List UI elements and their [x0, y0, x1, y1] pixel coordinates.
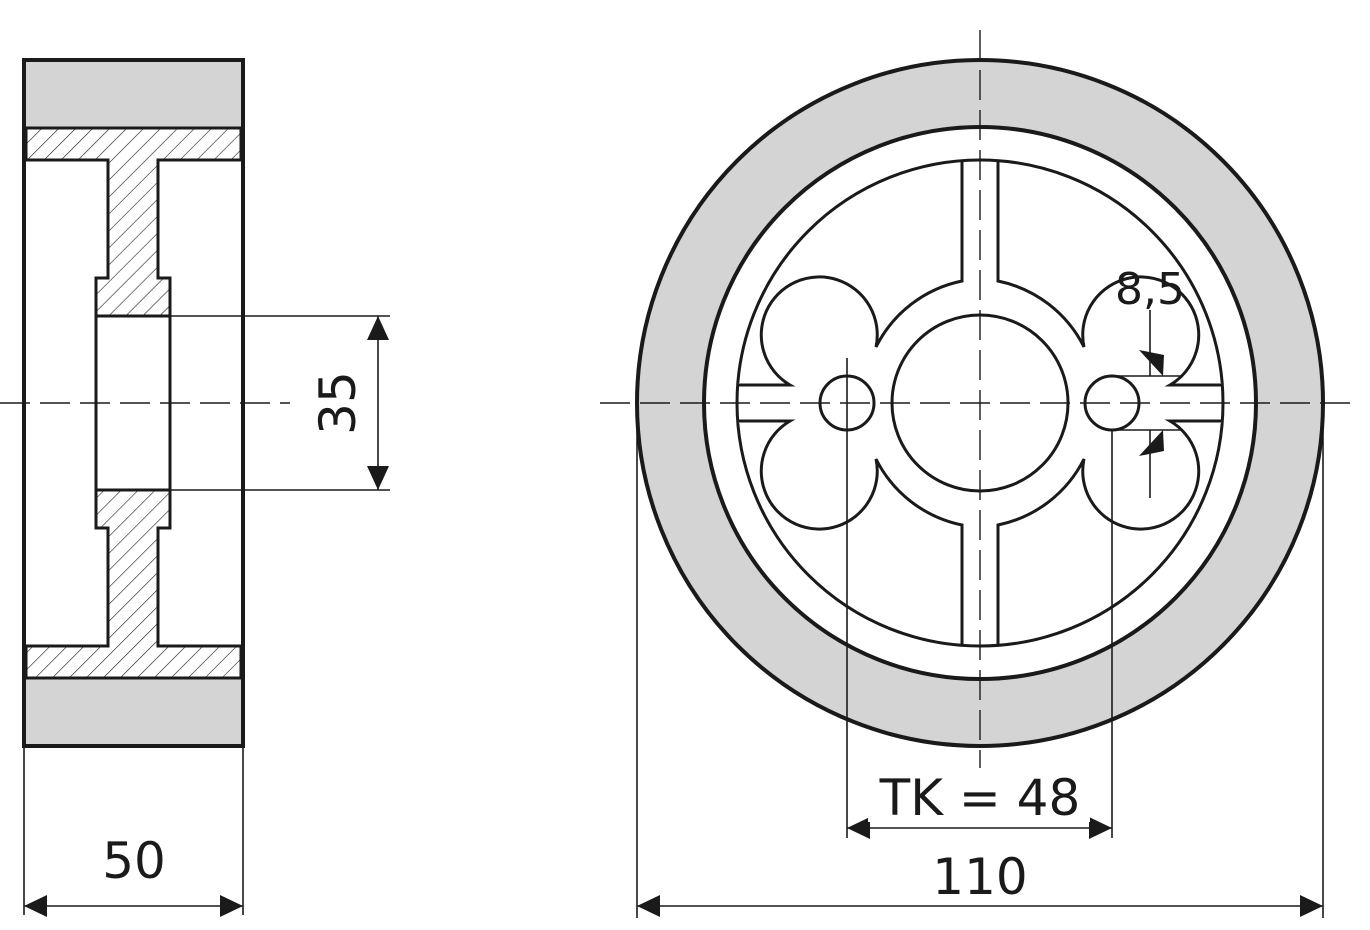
tk-arrow-right [1089, 817, 1112, 839]
hole-diameter-label: 8,5 [1115, 264, 1185, 315]
width-arrow-right [220, 895, 243, 917]
tk-arrow-left [847, 817, 870, 839]
tyre-bottom-band [24, 678, 243, 746]
width-dimension-label: 50 [102, 832, 166, 890]
od-arrow-right [1300, 895, 1323, 917]
side-view: 35 50 [0, 58, 390, 917]
bore-arrow-bottom [367, 466, 389, 490]
hole-arrow-top [1139, 350, 1164, 376]
width-arrow-left [24, 895, 47, 917]
front-view: 8,5 TK = 48 110 [600, 30, 1360, 918]
tk-label-background [868, 768, 1090, 822]
bolt-circle-label: TK = 48 [879, 769, 1081, 827]
bore-arrow-top [367, 316, 389, 340]
hub-section-bottom [24, 488, 243, 680]
hub-and-spokes [737, 161, 1223, 645]
outer-diameter-label: 110 [932, 848, 1027, 906]
bore-dimension-label: 35 [309, 371, 367, 435]
hole-arrow-bottom [1139, 430, 1164, 456]
tyre-top-band [24, 60, 243, 128]
hub-section-top [24, 126, 243, 318]
od-arrow-left [637, 895, 660, 917]
